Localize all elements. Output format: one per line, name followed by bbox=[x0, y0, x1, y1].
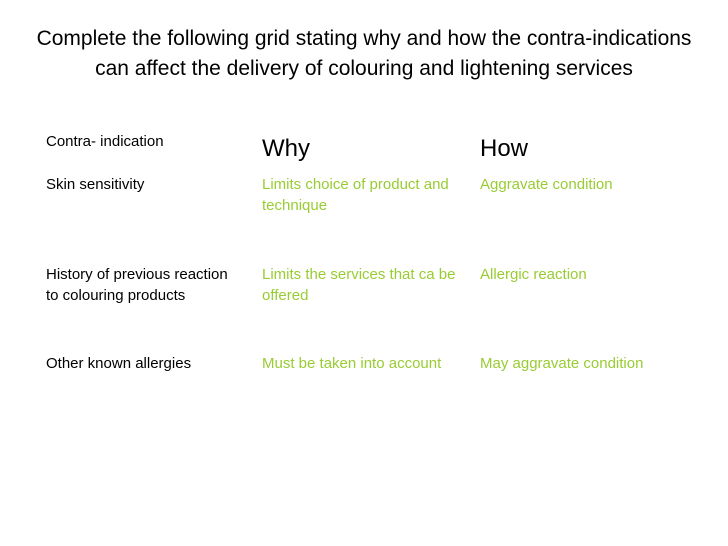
table-cell-how-2: Allergic reaction bbox=[480, 266, 587, 283]
slide-title: Complete the following grid stating why … bbox=[36, 27, 692, 80]
table-cell-why-3: Must be taken into account bbox=[262, 355, 442, 372]
header-why: Why bbox=[262, 135, 310, 162]
table-cell-how-3: May aggravate condition bbox=[480, 355, 644, 372]
table-cell-contra-1: Skin sensitivity bbox=[46, 176, 145, 193]
header-contra-indication: Contra- indication bbox=[46, 133, 164, 150]
table-cell-contra-2: History of previous reaction to colourin… bbox=[46, 266, 228, 304]
table-cell-contra-3: Other known allergies bbox=[46, 355, 192, 372]
table-cell-why-1: Limits choice of product and technique bbox=[262, 176, 449, 214]
table-cell-why-2: Limits the services that ca be offered bbox=[262, 266, 456, 304]
table-cell-how-1: Aggravate condition bbox=[480, 176, 613, 193]
header-how: How bbox=[480, 135, 529, 162]
